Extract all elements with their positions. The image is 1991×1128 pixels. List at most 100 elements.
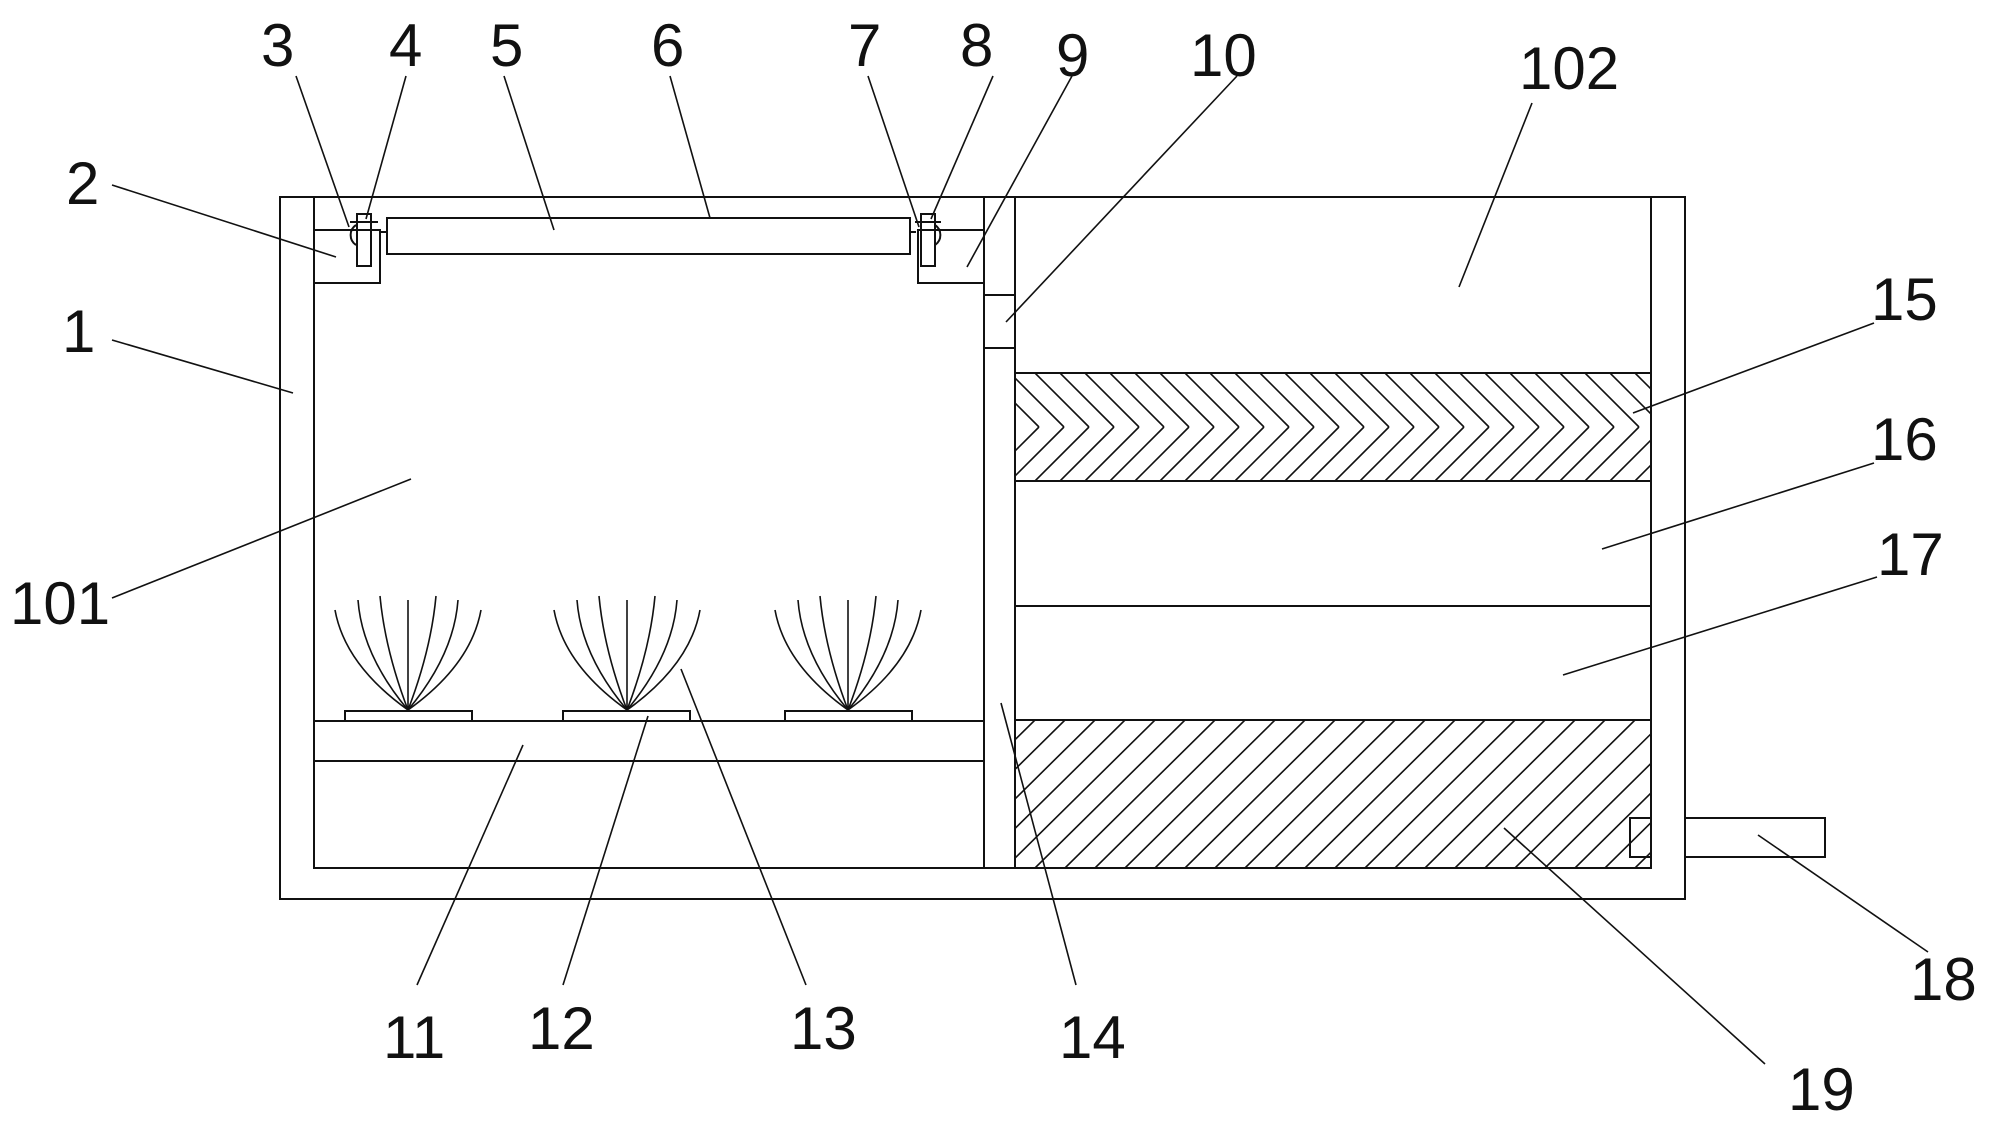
label-102: 102 — [1519, 35, 1619, 102]
label-2: 2 — [66, 150, 99, 217]
hatch-stroke — [1574, 791, 1651, 868]
weave-stroke — [1359, 426, 1415, 481]
plant-2 — [553, 595, 701, 711]
weave-stroke — [1584, 373, 1640, 428]
weave-stroke — [1134, 373, 1190, 428]
weave-stroke — [1710, 427, 1764, 481]
weave-stroke — [1234, 373, 1290, 428]
label-6: 6 — [651, 12, 684, 79]
woven-filter-layer — [1015, 373, 1764, 481]
hatch-stroke — [1604, 821, 1651, 868]
hatch-stroke — [1424, 720, 1576, 868]
weave-stroke — [1059, 373, 1115, 428]
weave-stroke — [1459, 373, 1515, 428]
label-5: 5 — [490, 12, 523, 79]
hatch-stroke — [1214, 720, 1366, 868]
hatch-stroke — [1124, 720, 1276, 868]
leader-lines — [111, 75, 1929, 1065]
weave-stroke — [1484, 373, 1540, 428]
hatch-stroke — [1634, 851, 1651, 868]
hatch-stroke — [1015, 720, 1126, 830]
weave-stroke — [1309, 426, 1365, 481]
weave-stroke — [1234, 426, 1290, 481]
weave-stroke — [1409, 373, 1465, 428]
weave-stroke — [1109, 373, 1165, 428]
hatch-stroke — [1094, 720, 1246, 868]
weave-stroke — [1334, 426, 1390, 481]
label-9: 9 — [1056, 22, 1089, 89]
hatch-stroke — [1015, 720, 1156, 860]
weave-stroke — [1509, 373, 1565, 428]
hatch-stroke — [1274, 720, 1426, 868]
hatch-stroke — [1364, 720, 1516, 868]
weave-stroke — [1015, 426, 1040, 453]
weave-stroke — [1015, 426, 1065, 478]
weave-stroke — [1259, 426, 1315, 481]
hatch-stroke — [1484, 720, 1636, 868]
weave-stroke — [1660, 427, 1714, 481]
weave-stroke — [1184, 426, 1240, 481]
weave-stroke — [1559, 373, 1615, 428]
weave-stroke — [1384, 373, 1440, 428]
outlet-pipe — [1629, 817, 1826, 858]
plant-3 — [774, 595, 922, 711]
weave-stroke — [1359, 373, 1415, 428]
weave-stroke — [1284, 373, 1340, 428]
weave-stroke — [1534, 373, 1590, 428]
label-16: 16 — [1871, 406, 1938, 473]
reference-labels: 1 2 3 4 5 6 7 8 9 10 102 15 16 17 101 11… — [10, 12, 1977, 1123]
weave-stroke — [1209, 426, 1265, 481]
weave-stroke — [1609, 438, 1651, 481]
label-101: 101 — [10, 570, 110, 637]
weave-stroke — [1584, 426, 1640, 481]
weave-stroke — [1634, 463, 1651, 481]
label-19: 19 — [1788, 1056, 1855, 1123]
plant-1 — [334, 595, 482, 711]
right-mount-block — [915, 213, 985, 284]
weave-stroke — [1015, 401, 1040, 428]
hatch-stroke — [1544, 762, 1651, 868]
weave-stroke — [1059, 426, 1115, 481]
weave-stroke — [1015, 376, 1065, 428]
weave-stroke — [1685, 373, 1739, 427]
weave-stroke — [1159, 373, 1215, 428]
hatch-stroke — [1304, 720, 1456, 868]
weave-stroke — [1334, 373, 1390, 428]
label-8: 8 — [960, 12, 993, 79]
weave-stroke — [1459, 426, 1515, 481]
weave-stroke — [1634, 373, 1651, 391]
hatch-stroke — [1244, 720, 1396, 868]
hatch-stroke — [1394, 720, 1546, 868]
label-13: 13 — [790, 995, 857, 1062]
weave-stroke — [1409, 426, 1465, 481]
weave-stroke — [1509, 426, 1565, 481]
outer-tank — [279, 196, 1686, 900]
label-3: 3 — [261, 12, 294, 79]
weave-stroke — [1284, 426, 1340, 481]
weave-stroke — [1259, 373, 1315, 428]
label-14: 14 — [1059, 1004, 1126, 1071]
weave-stroke — [1209, 373, 1265, 428]
weave-stroke — [1309, 373, 1365, 428]
label-11: 11 — [383, 1004, 445, 1071]
label-10: 10 — [1190, 22, 1257, 89]
weave-stroke — [1434, 373, 1490, 428]
weave-stroke — [1609, 373, 1651, 416]
hatch-stroke — [1015, 720, 1096, 801]
hatch-stroke — [1454, 720, 1606, 868]
weave-stroke — [1159, 426, 1215, 481]
hatch-stroke — [1334, 720, 1486, 868]
roller — [380, 217, 916, 255]
hatch-stroke — [1015, 720, 1066, 771]
weave-stroke — [1384, 426, 1440, 481]
hatch-stroke — [855, 720, 1005, 868]
label-1: 1 — [62, 298, 95, 365]
weave-stroke — [1084, 426, 1140, 481]
weave-stroke — [1484, 426, 1540, 481]
weave-stroke — [1084, 373, 1140, 428]
hatch-stroke — [1184, 720, 1336, 868]
weave-stroke — [1685, 427, 1739, 481]
left-mount-block — [313, 213, 381, 284]
planting-bed — [314, 710, 984, 762]
